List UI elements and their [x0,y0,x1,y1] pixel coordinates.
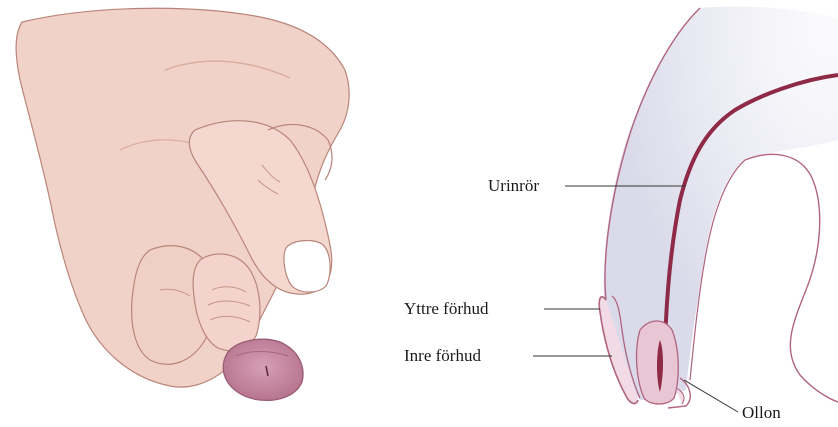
cross-section-illustration [533,6,838,412]
exposed-glans [223,339,303,400]
scrotum-outline [745,154,838,402]
hand-illustration [16,8,349,400]
label-inner-foreskin: Inre förhud [404,347,481,364]
label-glans: Ollon [742,404,781,421]
fingernail [284,241,330,292]
label-outer-foreskin: Yttre förhud [404,300,489,317]
leader-glans [684,380,738,412]
label-urethra: Urinrör [488,177,539,194]
